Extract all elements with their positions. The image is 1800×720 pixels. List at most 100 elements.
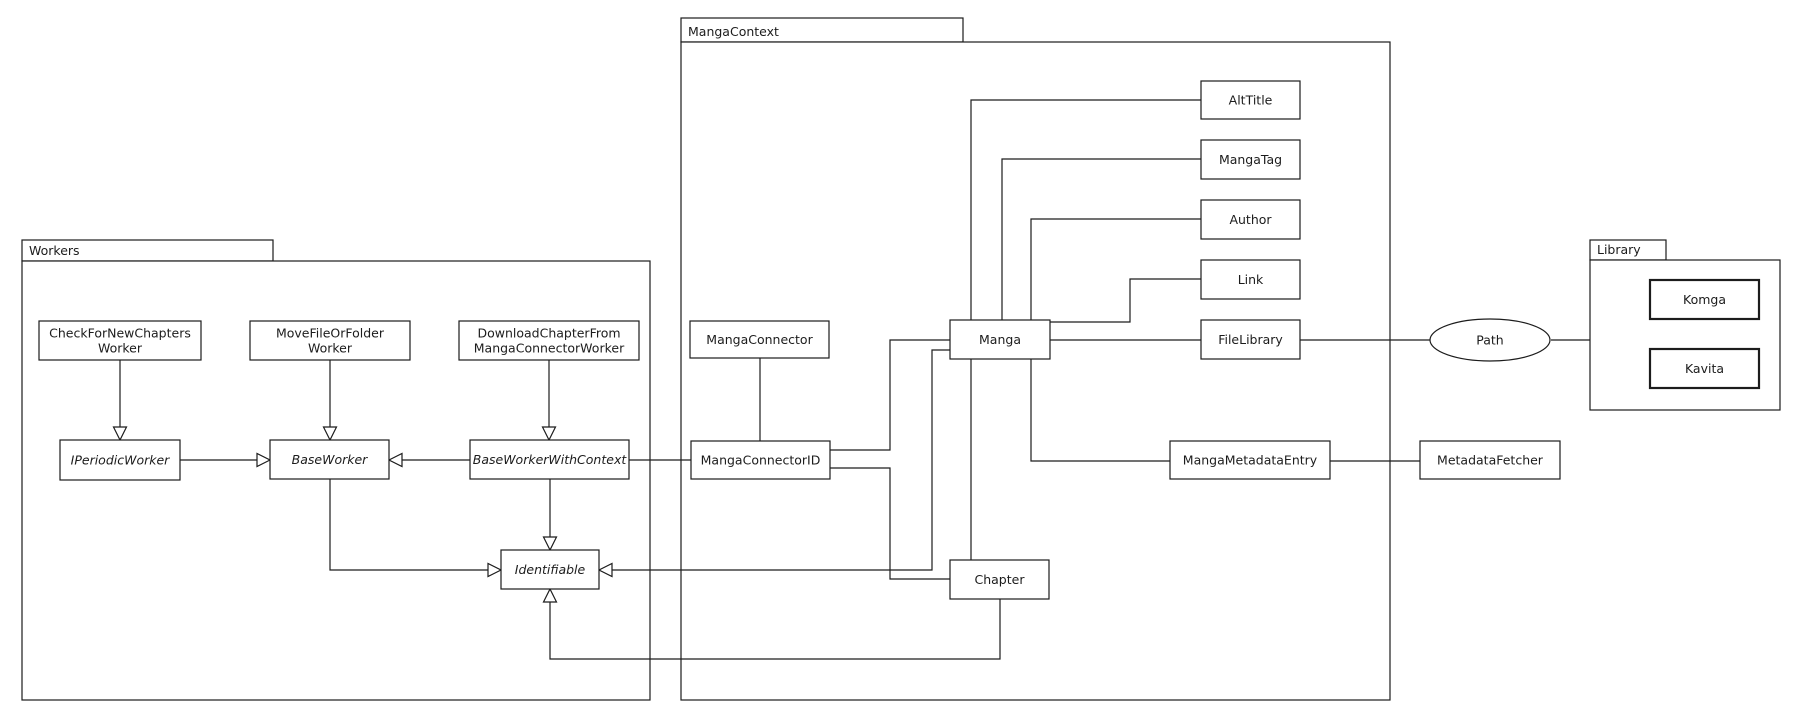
node-base-worker: BaseWorker bbox=[269, 439, 390, 480]
node-link: Link bbox=[1200, 259, 1301, 300]
node-label-iperiodic-worker: IPeriodicWorker bbox=[71, 452, 171, 467]
node-chapter: Chapter bbox=[949, 559, 1050, 600]
node-label-download-chapter-from-manga-connector-worker: MangaConnectorWorker bbox=[474, 340, 625, 355]
edge-mangaconnectorid-chapter bbox=[830, 467, 950, 580]
node-iperiodic-worker: IPeriodicWorker bbox=[59, 439, 181, 481]
node-file-library: FileLibrary bbox=[1200, 319, 1301, 360]
node-box-iperiodic-worker bbox=[59, 439, 181, 481]
edge-downloadchapterworker-baseworkerwithcontext bbox=[541, 360, 557, 442]
edge-chapter-identifiable-line bbox=[549, 599, 1001, 660]
node-author: Author bbox=[1200, 199, 1301, 240]
node-label-chapter: Chapter bbox=[975, 572, 1026, 587]
node-label-move-file-or-folder-worker: Worker bbox=[308, 340, 353, 355]
node-box-author bbox=[1200, 199, 1301, 240]
node-box-file-library bbox=[1200, 319, 1301, 360]
edge-manga-alttitle-line bbox=[970, 99, 1201, 320]
node-box-manga-connector bbox=[689, 320, 830, 359]
node-box-manga bbox=[949, 319, 1051, 360]
edge-manga-mangametadataentry-line bbox=[1030, 359, 1170, 462]
package-label-workers: Workers bbox=[29, 243, 80, 258]
node-label-manga: Manga bbox=[979, 332, 1021, 347]
node-label-metadata-fetcher: MetadataFetcher bbox=[1437, 452, 1544, 467]
node-label-base-worker-with-context: BaseWorkerWithContext bbox=[473, 452, 628, 467]
edge-baseworker-identifiable-line bbox=[329, 479, 488, 571]
node-ellipse-path bbox=[1429, 318, 1551, 362]
node-label-check-for-new-chapters-worker: Worker bbox=[98, 340, 143, 355]
node-label-move-file-or-folder-worker: MoveFileOrFolder bbox=[276, 325, 385, 340]
node-box-check-for-new-chapters-worker bbox=[38, 320, 202, 361]
node-label-alt-title: AltTitle bbox=[1229, 92, 1273, 107]
node-label-path: Path bbox=[1476, 332, 1503, 347]
edge-manga-author-line bbox=[1030, 218, 1201, 320]
edge-iperiodicworker-baseworker-arrowhead-icon bbox=[256, 452, 272, 468]
edge-checkfornewchaptersworker-iperiodicworker-arrowhead-icon bbox=[112, 426, 128, 442]
node-box-download-chapter-from-manga-connector-worker bbox=[458, 320, 640, 361]
node-box-move-file-or-folder-worker bbox=[249, 320, 411, 361]
node-label-download-chapter-from-manga-connector-worker: DownloadChapterFrom bbox=[477, 325, 620, 340]
node-identifiable: Identifiable bbox=[500, 549, 600, 590]
edge-downloadchapterworker-baseworkerwithcontext-arrowhead-icon bbox=[541, 426, 557, 442]
node-box-alt-title bbox=[1200, 80, 1301, 120]
node-manga-metadata-entry: MangaMetadataEntry bbox=[1169, 440, 1331, 480]
node-box-base-worker-with-context bbox=[469, 439, 630, 480]
node-box-manga-tag bbox=[1200, 139, 1301, 180]
edge-baseworkerwithcontext-identifiable-arrowhead-icon bbox=[542, 536, 558, 552]
edge-baseworkerwithcontext-baseworker-arrowhead-icon bbox=[387, 452, 403, 468]
edge-manga-mangatag-line bbox=[1001, 158, 1201, 320]
node-label-kavita: Kavita bbox=[1685, 361, 1724, 376]
node-label-komga: Komga bbox=[1683, 292, 1726, 307]
node-box-kavita bbox=[1648, 347, 1761, 390]
package-label-manga-context: MangaContext bbox=[688, 24, 779, 39]
node-label-file-library: FileLibrary bbox=[1218, 332, 1283, 347]
package-label-library: Library bbox=[1597, 242, 1641, 257]
edge-movefileorfolderworker-baseworker bbox=[322, 360, 338, 442]
node-box-komga bbox=[1648, 278, 1761, 321]
node-label-check-for-new-chapters-worker: CheckForNewChapters bbox=[49, 325, 191, 340]
edge-movefileorfolderworker-baseworker-arrowhead-icon bbox=[322, 426, 338, 442]
edge-baseworkerwithcontext-baseworker bbox=[387, 452, 470, 468]
edge-manga-author bbox=[1030, 218, 1201, 320]
edge-manga-link bbox=[1050, 278, 1201, 323]
edge-chapter-identifiable-arrowhead-icon bbox=[542, 587, 558, 603]
node-label-link: Link bbox=[1238, 272, 1264, 287]
node-kavita: Kavita bbox=[1648, 347, 1761, 390]
node-label-manga-connector: MangaConnector bbox=[706, 332, 813, 347]
node-box-manga-metadata-entry bbox=[1169, 440, 1331, 480]
node-label-base-worker: BaseWorker bbox=[292, 452, 369, 467]
edge-mangaconnectorid-manga bbox=[830, 339, 950, 451]
node-base-worker-with-context: BaseWorkerWithContext bbox=[469, 439, 630, 480]
node-manga-connector-id: MangaConnectorID bbox=[690, 440, 831, 480]
node-manga: Manga bbox=[949, 319, 1051, 360]
edge-baseworkerwithcontext-identifiable bbox=[542, 479, 558, 552]
edge-checkfornewchaptersworker-iperiodicworker bbox=[112, 360, 128, 442]
node-box-chapter bbox=[949, 559, 1050, 600]
node-label-manga-connector-id: MangaConnectorID bbox=[701, 452, 821, 467]
node-path: Path bbox=[1429, 318, 1551, 362]
edge-manga-mangametadataentry bbox=[1030, 359, 1170, 462]
edge-manga-link-line bbox=[1050, 278, 1201, 323]
node-box-metadata-fetcher bbox=[1419, 440, 1561, 480]
node-alt-title: AltTitle bbox=[1200, 80, 1301, 120]
edge-manga-alttitle bbox=[970, 99, 1201, 320]
node-box-manga-connector-id bbox=[690, 440, 831, 480]
node-label-manga-tag: MangaTag bbox=[1219, 152, 1282, 167]
edge-iperiodicworker-baseworker bbox=[180, 452, 272, 468]
node-box-identifiable bbox=[500, 549, 600, 590]
node-label-author: Author bbox=[1229, 212, 1272, 227]
edge-manga-identifiable-line bbox=[612, 349, 950, 571]
node-manga-tag: MangaTag bbox=[1200, 139, 1301, 180]
edge-baseworker-identifiable bbox=[329, 479, 503, 578]
edge-manga-identifiable-arrowhead-icon bbox=[597, 562, 613, 578]
edge-manga-identifiable bbox=[597, 349, 950, 578]
node-manga-connector: MangaConnector bbox=[689, 320, 830, 359]
node-box-link bbox=[1200, 259, 1301, 300]
node-komga: Komga bbox=[1648, 278, 1761, 321]
edge-chapter-identifiable bbox=[542, 587, 1001, 660]
edge-mangaconnectorid-manga-line bbox=[830, 339, 950, 451]
edge-manga-mangatag bbox=[1001, 158, 1201, 320]
